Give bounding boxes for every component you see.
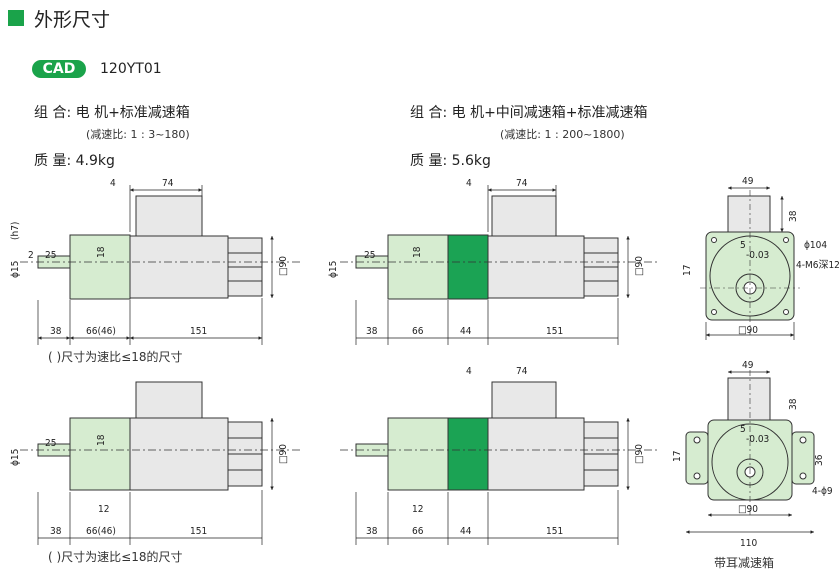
dims-4 bbox=[37, 418, 274, 545]
dim-151-4: 151 bbox=[190, 526, 207, 537]
right-mass: 质 量: 5.6kg bbox=[410, 153, 491, 169]
dim-151-2: 151 bbox=[546, 326, 563, 337]
note-bottom: ( )尺寸为速比≤18的尺寸 bbox=[48, 550, 183, 564]
dim-holes: 4-M6深12 bbox=[796, 259, 840, 271]
gearbox-body bbox=[69, 234, 131, 300]
dim-44-2: 44 bbox=[460, 326, 472, 337]
drawing-end-view-2 bbox=[685, 370, 815, 515]
left-combo: 组 合: 电 机+标准减速箱 bbox=[34, 105, 190, 121]
dim-38-6: 38 bbox=[788, 398, 799, 410]
dims-3 bbox=[705, 186, 795, 340]
dim-25-1: 25 bbox=[45, 250, 56, 261]
dim-36: 36 bbox=[814, 454, 825, 466]
drawing-side-view-3 bbox=[20, 381, 300, 491]
motor-body bbox=[129, 235, 229, 299]
dim-90-3: □90 bbox=[738, 325, 758, 336]
dim-12-4: 12 bbox=[98, 504, 109, 515]
dim-holes9: 4-ϕ9 bbox=[812, 486, 833, 497]
dim-4-1: 4 bbox=[110, 178, 116, 189]
dim-key-1: 5 bbox=[740, 240, 746, 251]
dim-keytol-2: -0.03 bbox=[746, 434, 769, 445]
left-ratio: (减速比: 1 : 3~180) bbox=[86, 128, 190, 141]
dim-shaft-2: ϕ15 bbox=[328, 261, 339, 278]
dims-2 bbox=[355, 185, 630, 345]
mid-gearbox bbox=[447, 234, 489, 300]
note-top: ( )尺寸为速比≤18的尺寸 bbox=[48, 350, 183, 364]
dim-38-2: 38 bbox=[366, 326, 378, 337]
dims-6 bbox=[686, 370, 814, 534]
dim-38-3: 38 bbox=[788, 210, 799, 222]
dim-38-5: 38 bbox=[366, 526, 378, 537]
dim-74-1: 74 bbox=[162, 178, 174, 189]
dim-fit-1: (h7) bbox=[10, 222, 21, 240]
dim-key-2: 5 bbox=[740, 424, 746, 435]
drawing-side-view-4 bbox=[340, 381, 660, 491]
dim-66-5: 66 bbox=[412, 526, 424, 537]
model-number: 120YT01 bbox=[100, 61, 162, 77]
dim-90-2: □90 bbox=[634, 256, 645, 276]
dim-151-1: 151 bbox=[190, 326, 207, 337]
dim-66-46-4: 66(46) bbox=[86, 526, 116, 537]
dim-90-4: □90 bbox=[278, 444, 289, 464]
dim-66-46-1: 66(46) bbox=[86, 326, 116, 337]
dim-151-5: 151 bbox=[546, 526, 563, 537]
dim-49-2: 49 bbox=[742, 360, 754, 371]
dim-74-5: 74 bbox=[516, 366, 528, 377]
page-title: 外形尺寸 bbox=[34, 9, 111, 31]
right-combo: 组 合: 电 机+中间减速箱+标准减速箱 bbox=[410, 105, 648, 121]
dim-18-1: 18 bbox=[96, 246, 107, 258]
dim-17-2: 17 bbox=[672, 451, 683, 462]
dim-90-6: □90 bbox=[738, 504, 758, 515]
dim-18-2: 18 bbox=[412, 246, 423, 258]
dim-38-4: 38 bbox=[50, 526, 62, 537]
dim-shaft-4: ϕ15 bbox=[10, 449, 21, 466]
dim-25-4: 25 bbox=[45, 438, 56, 449]
dim-12-5: 12 bbox=[412, 504, 423, 515]
drawing-side-view-2 bbox=[340, 195, 660, 300]
dim-90-5: □90 bbox=[634, 444, 645, 464]
dim-110: 110 bbox=[740, 538, 757, 549]
dims-5 bbox=[355, 418, 630, 545]
dim-shaft-1: ϕ15 bbox=[10, 261, 21, 278]
section-marker bbox=[8, 10, 24, 26]
dim-74-2: 74 bbox=[516, 178, 528, 189]
dim-66-2: 66 bbox=[412, 326, 424, 337]
dim-49-1: 49 bbox=[742, 176, 754, 187]
left-mass: 质 量: 4.9kg bbox=[34, 153, 115, 169]
dims-1 bbox=[37, 185, 274, 345]
drawing-side-view-1 bbox=[20, 195, 300, 300]
dim-4-2: 4 bbox=[466, 178, 472, 189]
ear-gearbox-label: 带耳减速箱 bbox=[714, 556, 775, 570]
terminal-box bbox=[135, 195, 203, 237]
dim-25-2: 25 bbox=[364, 250, 375, 261]
cad-badge[interactable]: CAD bbox=[32, 60, 86, 78]
drawing-end-view-1 bbox=[700, 190, 800, 335]
dim-4-5: 4 bbox=[466, 366, 472, 377]
dim-2-1: 2 bbox=[28, 250, 34, 261]
dim-90-1: □90 bbox=[278, 256, 289, 276]
dim-keytol-1: -0.03 bbox=[746, 250, 769, 261]
right-ratio: (减速比: 1 : 200~1800) bbox=[500, 128, 625, 141]
dim-18-4: 18 bbox=[96, 434, 107, 446]
dim-17-1: 17 bbox=[682, 265, 693, 276]
dim-38-1: 38 bbox=[50, 326, 62, 337]
dim-104: ϕ104 bbox=[804, 240, 827, 251]
dim-44-5: 44 bbox=[460, 526, 472, 537]
